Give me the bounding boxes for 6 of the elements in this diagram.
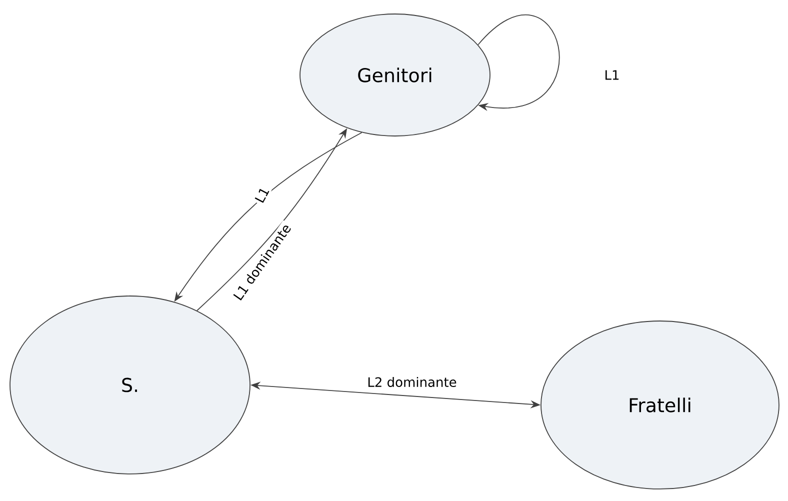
edge-label: L1 [252,184,272,206]
ellipse-node: Genitori [300,14,490,136]
ellipse-node: Fratelli [540,320,780,490]
edge-label: L2 dominante [366,375,458,389]
arrow [478,14,560,111]
edge-label: L1 [602,68,622,82]
